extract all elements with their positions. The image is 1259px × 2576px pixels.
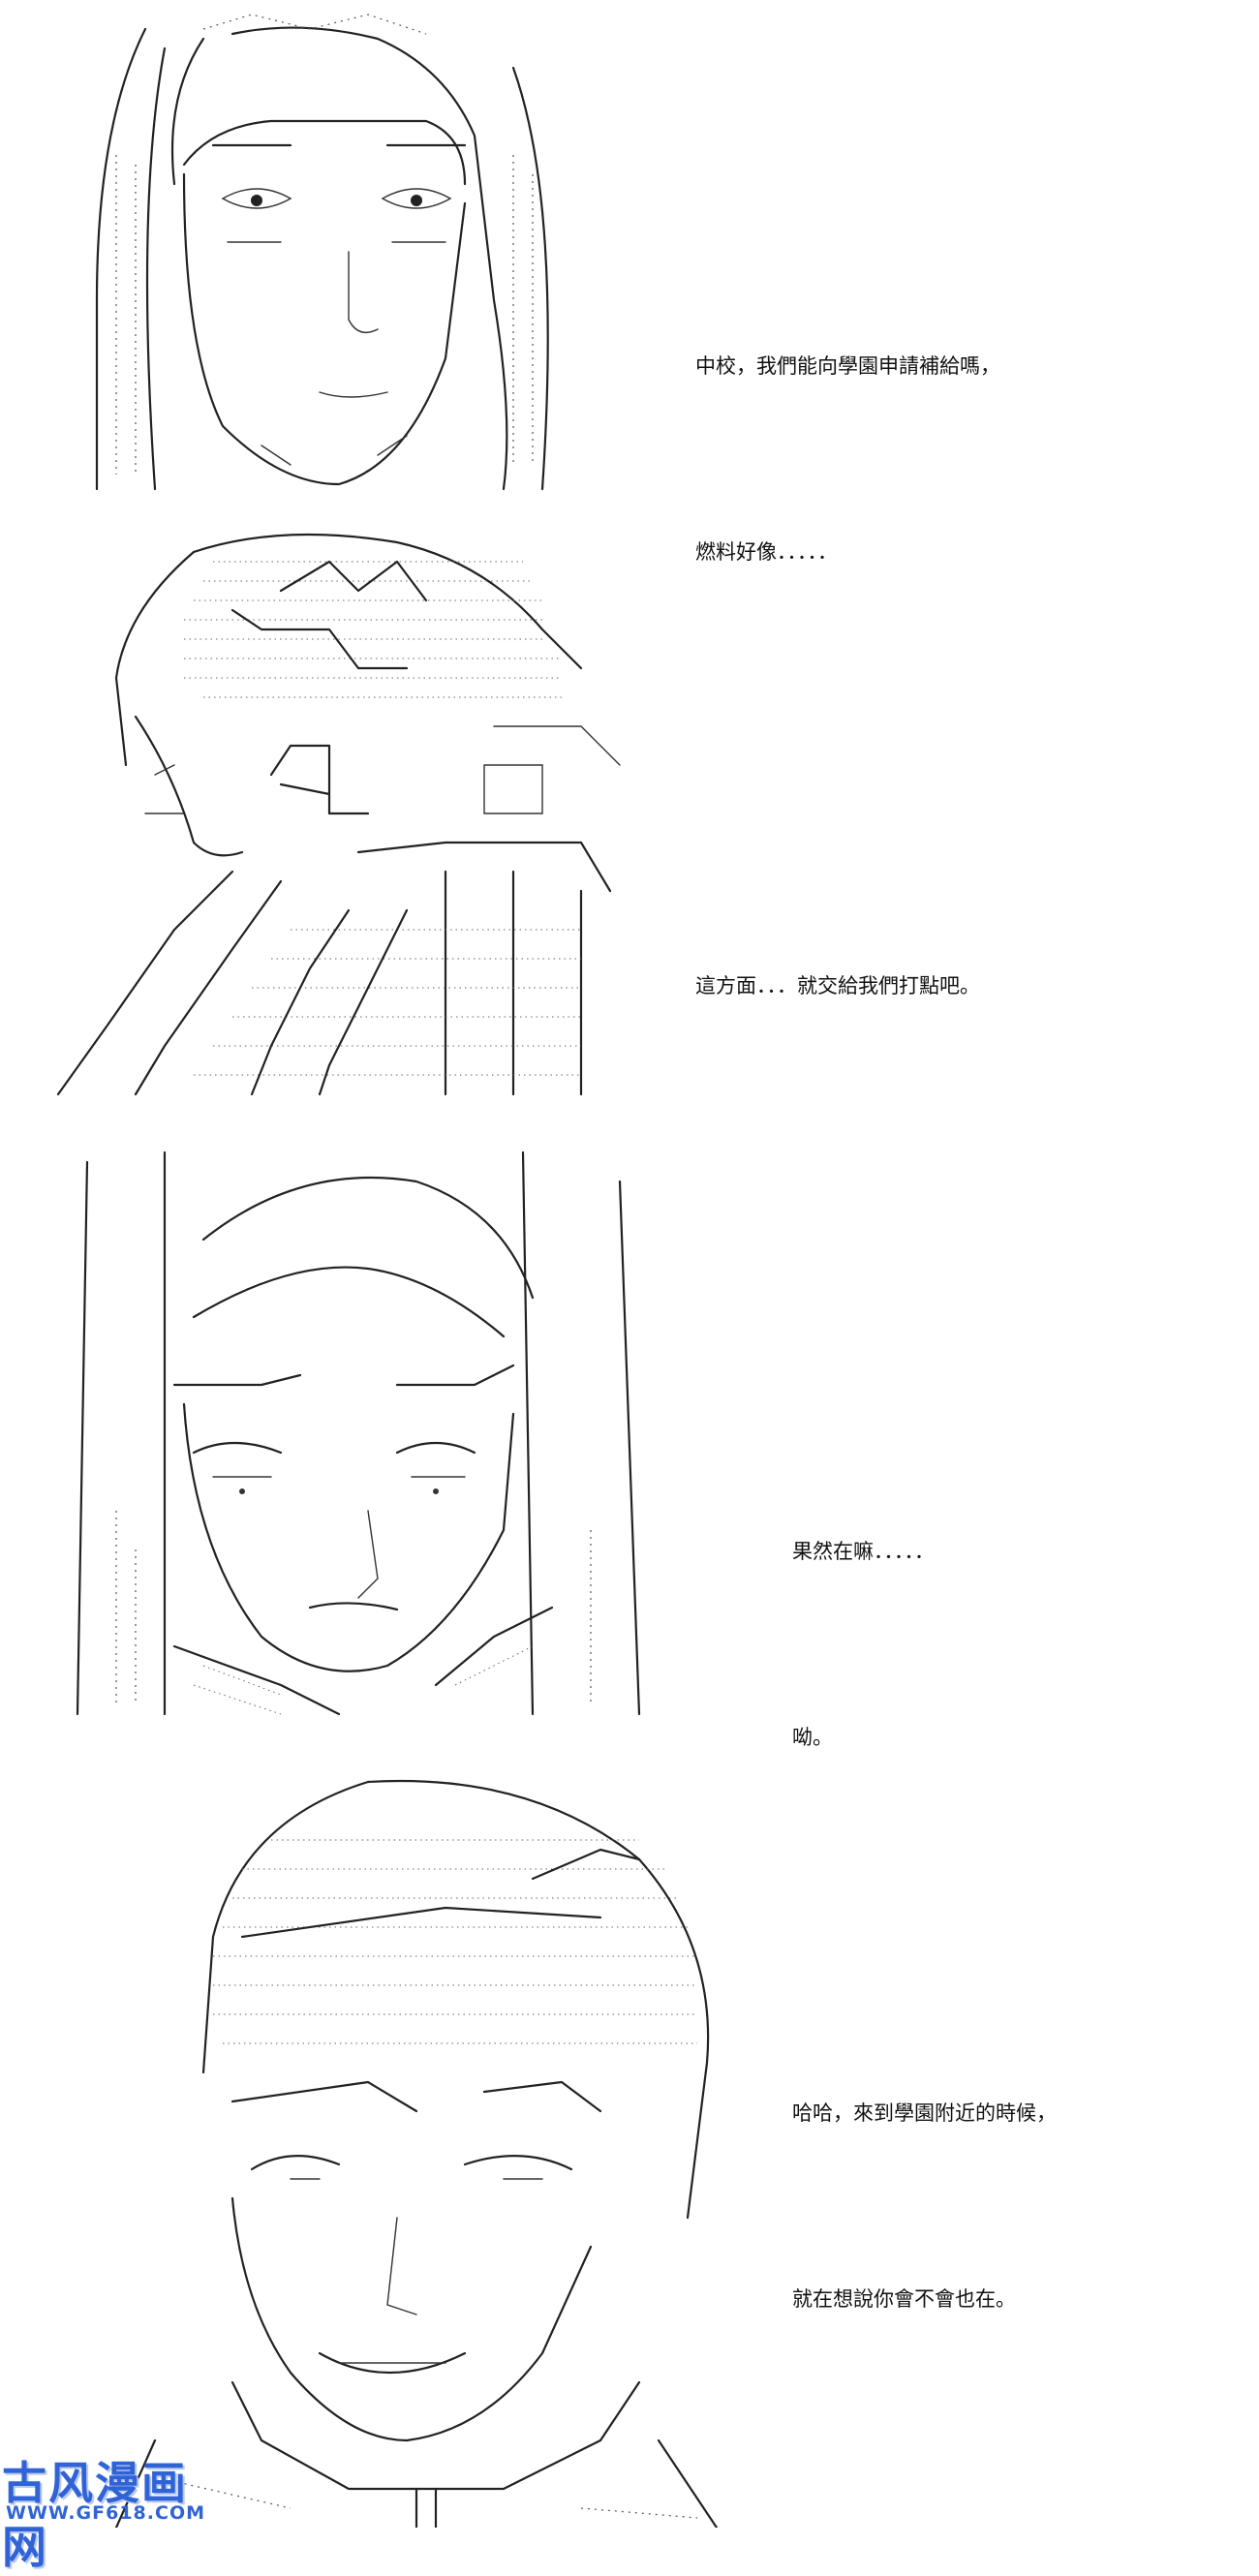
- dialogue-line: 燃料好像．．．．．: [695, 540, 838, 564]
- dialogue-line: 就在想說你會不會也在。: [792, 2287, 1016, 2311]
- dialogue-4: 哈哈，來到學園附近的時候， 就在想說你會不會也在。: [792, 1958, 1057, 2454]
- dialogue-line: 這方面．．．就交給我們打點吧。: [695, 974, 980, 997]
- dialogue-1: 中校，我們能向學園申請補給嗎， 燃料好像．．．．．: [695, 211, 1000, 707]
- ascii-art-character-1: [58, 10, 562, 494]
- dialogue-3: 果然在嘛．．．．． 呦。: [792, 1396, 935, 1892]
- dialogue-line: 果然在嘛．．．．．: [792, 1540, 935, 1563]
- dialogue-line: 中校，我們能向學園申請補給嗎，: [695, 354, 1000, 378]
- ascii-art-character-4: [97, 1763, 755, 2528]
- watermark-logo: 古风漫画网 WWW.GF618.COM: [0, 2448, 232, 2573]
- panel-4: 哈哈，來到學園附近的時候， 就在想說你會不會也在。: [0, 1753, 1259, 2528]
- watermark-url: WWW.GF618.COM: [6, 2502, 205, 2524]
- dialogue-2: 這方面．．．就交給我們打點吧。: [695, 831, 980, 1141]
- ascii-art-character-3: [48, 1143, 668, 1724]
- dialogue-line: 哈哈，來到學園附近的時候，: [792, 2101, 1057, 2125]
- panel-1: 中校，我們能向學園申請補給嗎， 燃料好像．．．．．: [0, 0, 1259, 564]
- panel-3: 果然在嘛．．．．． 呦。: [0, 1133, 1259, 1749]
- panel-2: 這方面．．．就交給我們打點吧。: [0, 523, 1259, 1123]
- ascii-art-character-2: [39, 523, 639, 1104]
- dialogue-line: 呦。: [792, 1726, 833, 1749]
